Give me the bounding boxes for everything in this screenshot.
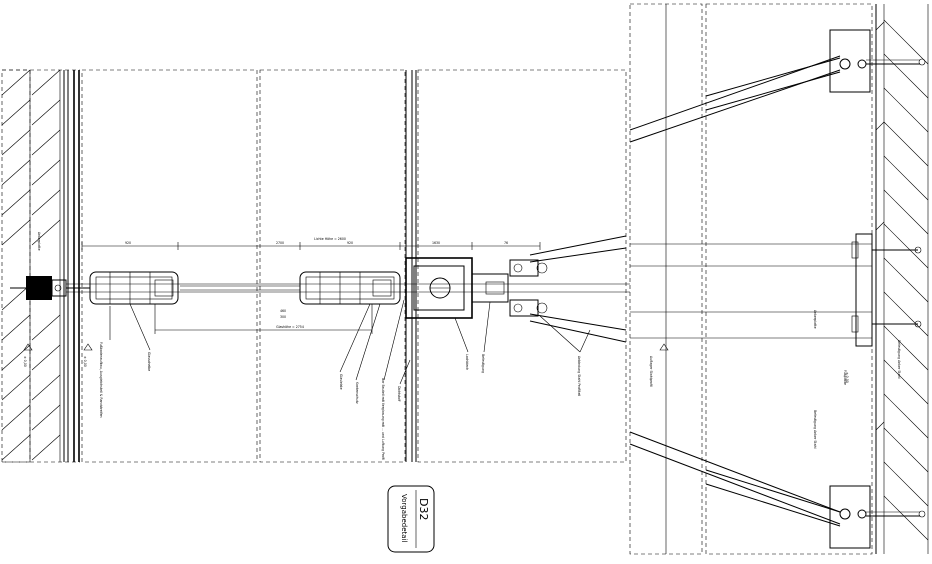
label-anchor: Ankerplatte xyxy=(813,310,817,329)
label-support: Auflager Stahlprofil xyxy=(649,356,653,387)
level-left-a: ± 0,00 xyxy=(23,356,27,367)
label-bracket: Befestigung xyxy=(481,354,485,373)
label-hinge: Glasleiste xyxy=(339,374,343,390)
label-upper-fix: Befestigung Anker Stahl xyxy=(897,340,901,379)
right-wall xyxy=(875,4,929,554)
dim-glass-c: 920 xyxy=(347,241,353,245)
title-code: D32 xyxy=(417,498,430,520)
right-structure xyxy=(629,3,926,555)
panel-frames xyxy=(81,69,627,463)
label-sealant: Dichtstoff xyxy=(397,386,401,402)
label-left-top: Ankerplatte xyxy=(37,232,41,251)
left-anchor xyxy=(10,276,90,300)
dim-small-a: 460 xyxy=(280,309,286,313)
dim-glass-b: 2700 xyxy=(276,241,284,245)
label-wall-detail: Befestigung Anker Stahl xyxy=(813,410,817,449)
glass-system xyxy=(66,235,630,343)
title-block: D32 Vorgabedetail xyxy=(387,485,435,553)
label-bottom-frame: Fußbodenaufbau, Ausgleichsteil & Randstr… xyxy=(99,342,103,418)
label-spacer: Glasscheibe xyxy=(147,352,151,371)
label-cable: Bar Bauteil mit Verglasung mit ... und L… xyxy=(381,378,385,460)
dim-frame: 1630 xyxy=(432,241,440,245)
level-left-b: ± 0,00 xyxy=(83,356,87,367)
dim-glass-a: 920 xyxy=(125,241,131,245)
annotations: Fußbodenaufbau, Ausgleichsteil & Randstr… xyxy=(23,232,901,460)
dim-overall: Lichte Höhe = 2600 xyxy=(314,237,346,241)
dim-right: 76 xyxy=(504,241,508,245)
title-name: Vorgabedetail xyxy=(400,494,408,542)
label-plate: Fußplatte xyxy=(843,370,847,385)
label-ventil: Kantenschutz xyxy=(355,382,359,404)
label-profile: Lochblech xyxy=(465,354,469,370)
dimension-line: 920 2700 Lichte Höhe = 2600 920 1630 76 … xyxy=(81,237,541,334)
label-rod: Anbindung Stahl Profilteil xyxy=(577,356,581,396)
dim-small-b: 300 xyxy=(280,315,286,319)
left-wall xyxy=(1,69,80,463)
dim-stack: Glashöhe = 2754 xyxy=(276,325,304,329)
level-right-a: ± 0,00 xyxy=(845,372,849,383)
